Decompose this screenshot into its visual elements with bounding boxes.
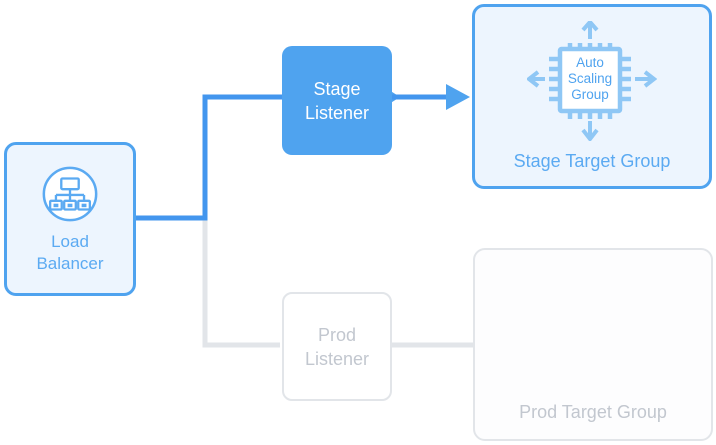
load-balancer-label-line2: Balancer bbox=[36, 254, 104, 273]
node-stage-listener[interactable]: Stage Listener bbox=[282, 46, 392, 155]
prod-listener-label-line2: Listener bbox=[304, 348, 370, 369]
asg-label-line2: Scaling bbox=[568, 71, 612, 86]
stage-listener-label-line1: Stage bbox=[313, 78, 361, 99]
prod-target-group-caption: Prod Target Group bbox=[519, 402, 667, 422]
load-balancer-label-line1: Load bbox=[51, 232, 89, 251]
auto-scaling-group-chip-icon: Auto Scaling Group bbox=[525, 18, 658, 143]
stage-listener-label-line2: Listener bbox=[304, 102, 370, 123]
load-balancer-label: Load Balancer bbox=[36, 231, 103, 275]
stage-listener-label: Stage Listener bbox=[305, 77, 369, 125]
node-prod-listener[interactable]: Prod Listener bbox=[282, 292, 392, 401]
prod-listener-label-line1: Prod bbox=[317, 324, 356, 345]
asg-label-line1: Auto bbox=[576, 55, 604, 70]
prod-listener-label: Prod Listener bbox=[305, 323, 369, 371]
edge-lb-to-prod-listener bbox=[136, 215, 280, 348]
node-prod-target-group[interactable]: Prod Target Group bbox=[473, 248, 713, 441]
node-load-balancer[interactable]: Load Balancer bbox=[4, 142, 136, 296]
node-stage-target-group[interactable]: Auto Scaling Group Stage Target Group bbox=[472, 4, 712, 189]
arrowhead-to-stage-target-group bbox=[446, 84, 470, 110]
stage-target-group-caption: Stage Target Group bbox=[513, 151, 671, 171]
load-balancer-icon bbox=[39, 163, 101, 225]
asg-label-line3: Group bbox=[571, 87, 609, 102]
